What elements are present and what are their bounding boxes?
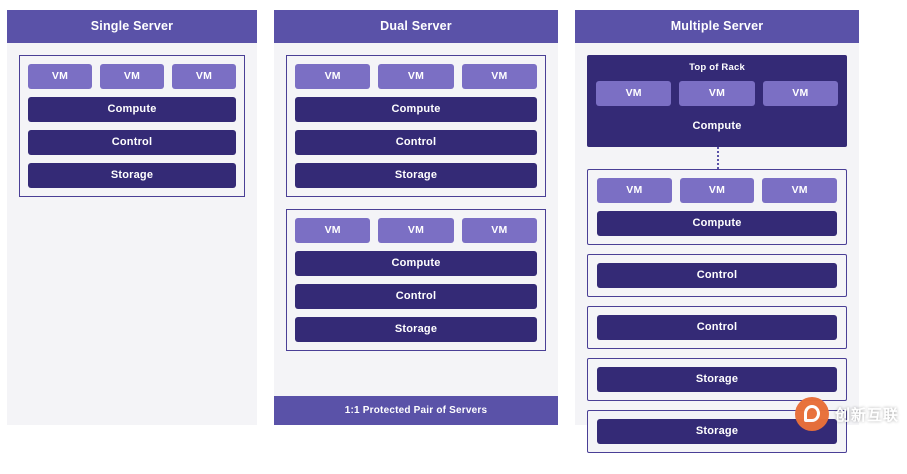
top-of-rack-label: Top of Rack — [689, 62, 745, 73]
column-title-dual-server: Dual Server — [274, 10, 558, 43]
vm-block: VM — [461, 218, 537, 243]
vm-row: VM VM VM — [596, 81, 838, 106]
column-body-dual-server: VM VM VM Compute Control Storage VM VM V… — [274, 43, 558, 396]
control-node-box: Control — [587, 306, 847, 349]
compute-bar: Compute — [295, 251, 537, 276]
top-of-rack-inner: VM VM VM Compute — [587, 81, 847, 139]
column-title-single-server: Single Server — [7, 10, 257, 43]
vm-block: VM — [295, 64, 371, 89]
control-bar: Control — [295, 130, 537, 155]
storage-bar: Storage — [597, 367, 837, 392]
server-box: VM VM VM Compute Control Storage — [19, 55, 245, 197]
vm-row: VM VM VM — [28, 64, 236, 89]
compute-bar: Compute — [596, 114, 838, 139]
column-footer-dual-server: 1:1 Protected Pair of Servers — [274, 396, 558, 425]
vm-block: VM — [679, 178, 755, 203]
vm-block: VM — [172, 64, 236, 89]
server-box: VM VM VM Compute Control Storage — [286, 55, 546, 197]
watermark: 创新互联 — [794, 397, 899, 431]
compute-bar: Compute — [295, 97, 537, 122]
vm-block: VM — [378, 218, 454, 243]
storage-bar: Storage — [295, 317, 537, 342]
server-box: VM VM VM Compute Control Storage — [286, 209, 546, 351]
storage-node-box: Storage — [587, 358, 847, 401]
control-bar: Control — [28, 130, 236, 155]
vm-block: VM — [596, 81, 672, 106]
vm-block: VM — [762, 81, 838, 106]
control-bar: Control — [295, 284, 537, 309]
vm-block: VM — [679, 81, 755, 106]
vm-row: VM VM VM — [295, 64, 537, 89]
column-multiple-server: Multiple Server Top of Rack VM VM VM Com… — [575, 10, 859, 453]
column-title-multiple-server: Multiple Server — [575, 10, 859, 43]
vm-row: VM VM VM — [295, 218, 537, 243]
vm-block: VM — [28, 64, 92, 89]
compute-bar: Compute — [28, 97, 236, 122]
compute-bar: Compute — [597, 211, 837, 236]
diagram-board: Single Server VM VM VM Compute Control S… — [7, 10, 859, 453]
column-dual-server: Dual Server VM VM VM Compute Control Sto… — [274, 10, 558, 425]
column-body-single-server: VM VM VM Compute Control Storage — [7, 43, 257, 425]
vm-block: VM — [461, 64, 537, 89]
dotted-connector-line — [587, 147, 847, 169]
server-node-box: VM VM VM Compute — [587, 169, 847, 245]
control-node-box: Control — [587, 254, 847, 297]
control-bar: Control — [597, 315, 837, 340]
vm-block: VM — [100, 64, 164, 89]
storage-bar: Storage — [295, 163, 537, 188]
vm-block: VM — [597, 178, 672, 203]
leaf-circle-icon — [794, 397, 829, 431]
vm-block: VM — [295, 218, 371, 243]
watermark-text: 创新互联 — [834, 406, 899, 424]
vm-row: VM VM VM — [597, 178, 838, 203]
top-of-rack-box: Top of Rack VM VM VM Compute — [587, 55, 847, 147]
storage-bar: Storage — [28, 163, 236, 188]
column-single-server: Single Server VM VM VM Compute Control S… — [7, 10, 257, 425]
control-bar: Control — [597, 263, 837, 288]
vm-block: VM — [762, 178, 838, 203]
vm-block: VM — [378, 64, 454, 89]
